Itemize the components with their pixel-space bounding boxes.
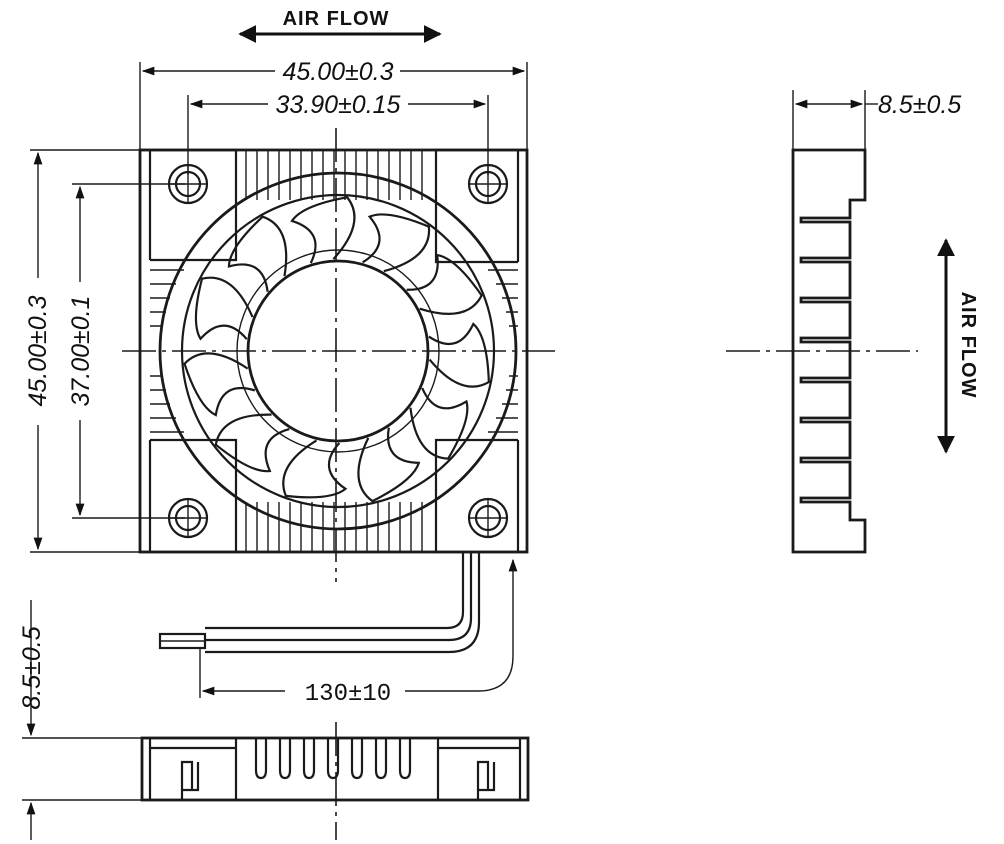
front-airflow-label: AIR FLOW [283, 8, 390, 30]
bottom-thickness-label: 8.5±0.5 [18, 626, 46, 709]
front-center-lines [122, 128, 555, 582]
side-airflow-label: AIR FLOW [957, 292, 979, 399]
bottom-fin [374, 738, 388, 780]
fan-blade [290, 196, 356, 264]
hole-vertical-dimension: 37.00±0.1 [67, 183, 185, 519]
side-thickness-dimension: 8.5±0.5 [792, 90, 961, 150]
bottom-fin [278, 738, 292, 780]
bottom-side-blocks [148, 738, 522, 800]
cable-length-label: 130±10 [305, 681, 391, 708]
height-dimension: 45.00±0.3 [24, 149, 140, 553]
bottom-heatsink-body [140, 736, 530, 802]
front-heatsink-fins [245, 150, 423, 552]
fan-blade [362, 213, 431, 273]
bottom-view: 8.5±0.5 [18, 600, 530, 840]
side-profile [791, 148, 867, 554]
fan-blade [227, 215, 288, 292]
fan-blade [406, 253, 483, 315]
height-dimension-label: 45.00±0.3 [24, 295, 52, 406]
fan-blade [214, 413, 290, 473]
bottom-fin [254, 738, 268, 780]
bottom-fin [326, 738, 340, 780]
bottom-fin [302, 738, 316, 780]
hole-vertical-label: 37.00±0.1 [67, 295, 95, 406]
corner-pads [140, 148, 527, 554]
fan-blade [282, 439, 348, 499]
width-dimension-label: 45.00±0.3 [282, 58, 393, 86]
fan-blade [428, 322, 490, 388]
front-view: AIR FLOW 45.00±0.3 33.90±0.15 45.00±0.3 [24, 8, 555, 582]
bottom-heatsink-fins [254, 738, 412, 780]
hole-spacing-dimension: 33.90±0.15 [187, 91, 489, 175]
fan-blade [357, 427, 421, 503]
fan-blade [194, 276, 254, 341]
width-dimension: 45.00±0.3 [139, 58, 528, 150]
bottom-thickness-dimension: 8.5±0.5 [18, 600, 142, 840]
fan-blades [183, 196, 490, 503]
fan-blade [183, 352, 256, 417]
cable: 130±10 [158, 552, 518, 708]
hole-spacing-label: 33.90±0.15 [276, 91, 401, 119]
side-view: 8.5±0.5 AIR FLOW [726, 90, 979, 554]
bottom-fin [350, 738, 364, 780]
bottom-fin [398, 738, 412, 780]
side-thickness-label: 8.5±0.5 [878, 91, 961, 119]
fan-blade [409, 387, 469, 460]
